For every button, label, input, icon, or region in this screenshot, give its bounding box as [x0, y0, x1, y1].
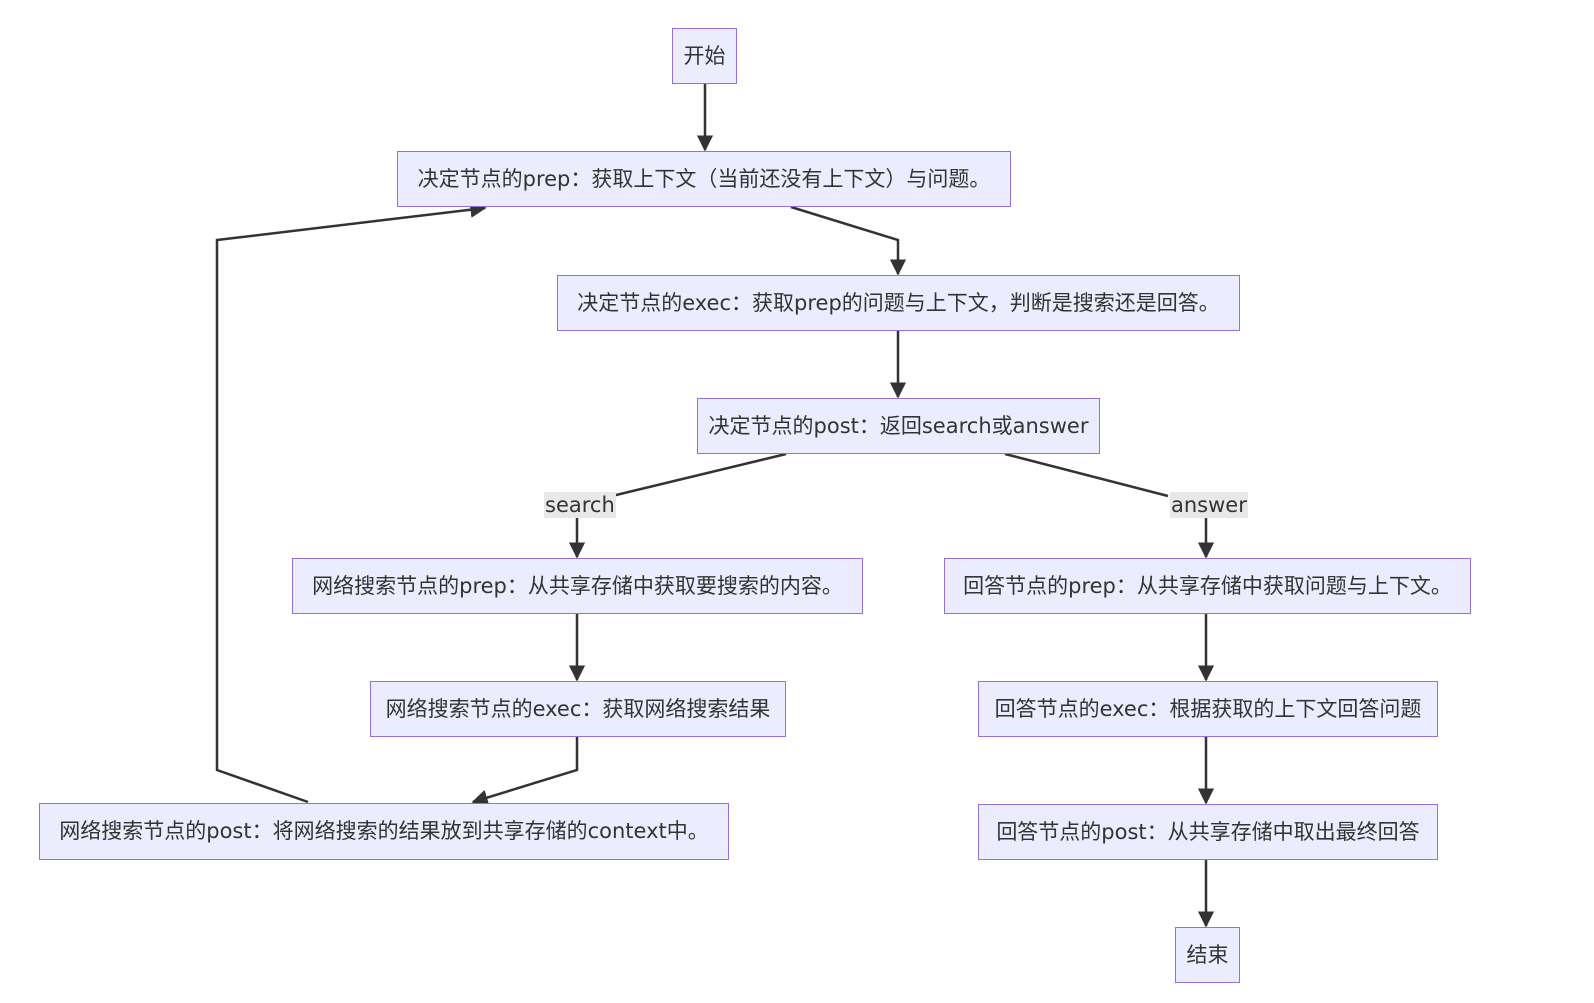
node-decide-exec-label: 决定节点的exec：获取prep的问题与上下文，判断是搜索还是回答。: [577, 290, 1220, 315]
node-search-post: 网络搜索节点的post：将网络搜索的结果放到共享存储的context中。: [39, 803, 729, 860]
node-search-exec-label: 网络搜索节点的exec：获取网络搜索结果: [385, 696, 771, 721]
edge-label-search: search: [544, 492, 616, 518]
edge-decide-post-to-answer-prep: [1004, 452, 1169, 498]
node-answer-post-label: 回答节点的post：从共享存储中取出最终回答: [996, 819, 1420, 844]
node-end: 结束: [1175, 927, 1240, 983]
node-start: 开始: [672, 28, 737, 84]
node-answer-post: 回答节点的post：从共享存储中取出最终回答: [978, 804, 1438, 860]
node-decide-exec: 决定节点的exec：获取prep的问题与上下文，判断是搜索还是回答。: [557, 275, 1240, 331]
node-search-prep: 网络搜索节点的prep：从共享存储中获取要搜索的内容。: [292, 558, 863, 614]
node-decide-prep-label: 决定节点的prep：获取上下文（当前还没有上下文）与问题。: [417, 166, 991, 191]
node-answer-exec-label: 回答节点的exec：根据获取的上下文回答问题: [994, 696, 1422, 721]
node-decide-prep: 决定节点的prep：获取上下文（当前还没有上下文）与问题。: [397, 151, 1011, 207]
edge-search-exec-to-search-post: [471, 737, 579, 806]
node-search-exec: 网络搜索节点的exec：获取网络搜索结果: [370, 681, 786, 737]
node-decide-post: 决定节点的post：返回search或answer: [697, 398, 1100, 454]
edge-decide-post-to-search-prep: [611, 452, 787, 498]
node-search-post-label: 网络搜索节点的post：将网络搜索的结果放到共享存储的context中。: [59, 819, 709, 843]
node-answer-prep-label: 回答节点的prep：从共享存储中获取问题与上下文。: [963, 573, 1452, 598]
edge-decide-prep-to-decide-exec: [790, 205, 907, 276]
node-search-prep-label: 网络搜索节点的prep：从共享存储中获取要搜索的内容。: [312, 573, 843, 598]
edge-search-post-to-decide-prep: [215, 201, 487, 804]
node-answer-exec: 回答节点的exec：根据获取的上下文回答问题: [978, 681, 1438, 737]
node-decide-post-label: 决定节点的post：返回search或answer: [708, 413, 1089, 438]
node-start-label: 开始: [683, 43, 726, 68]
edge-label-answer: answer: [1170, 492, 1248, 518]
node-answer-prep: 回答节点的prep：从共享存储中获取问题与上下文。: [944, 558, 1471, 614]
node-end-label: 结束: [1186, 942, 1229, 967]
